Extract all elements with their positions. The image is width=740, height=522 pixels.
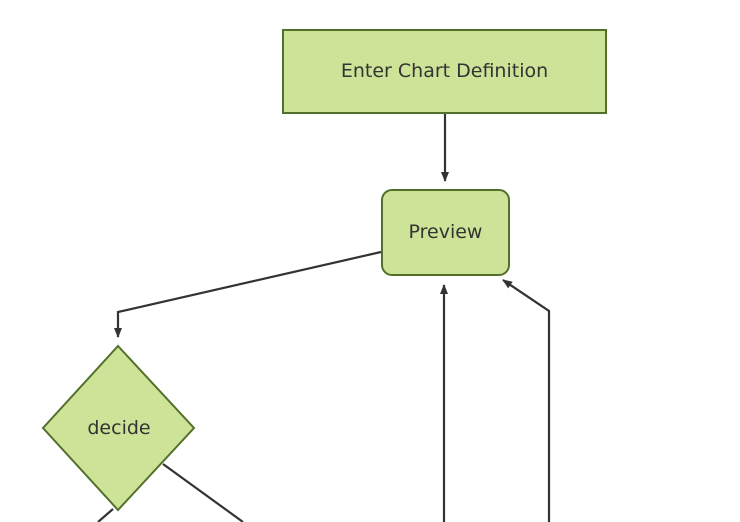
- edge-return-right-to-preview: [502, 279, 551, 522]
- edge-layer: [97, 113, 551, 522]
- edge-preview-to-decide: [114, 250, 382, 338]
- node-layer: [41, 29, 607, 512]
- node-decide[interactable]: [41, 344, 196, 512]
- edge-decide-out-left: [97, 508, 114, 522]
- node-preview[interactable]: [381, 189, 510, 276]
- node-enter-chart-definition[interactable]: [282, 29, 607, 114]
- edge-decide-out-right: [162, 463, 244, 522]
